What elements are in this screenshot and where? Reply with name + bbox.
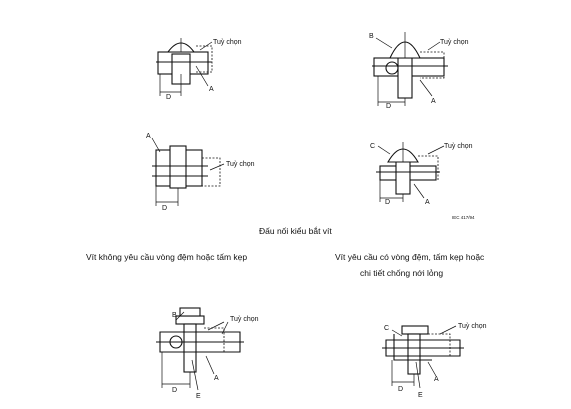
dim-label: D xyxy=(166,94,171,101)
screw-shank xyxy=(397,57,413,99)
part-label-e: E xyxy=(196,393,201,400)
figure-2: B Tuỳ chọn D A xyxy=(369,32,469,110)
screw-shank xyxy=(169,145,187,189)
option-label: Tuỳ chọn xyxy=(458,323,487,330)
dim-label: D xyxy=(385,199,390,206)
figure-4: C Tuỳ chọn D A xyxy=(370,142,473,206)
part-label-a: A xyxy=(214,375,219,382)
option-label: Tuỳ chọn xyxy=(230,316,259,323)
figure-1: Tuỳ chọn D A xyxy=(156,38,242,101)
dim-label: D xyxy=(386,103,391,110)
diagram-title: Đấu nối kiểu bắt vít xyxy=(259,226,332,236)
nut xyxy=(401,325,429,335)
part-label-a: A xyxy=(146,133,151,140)
washer xyxy=(179,307,201,317)
part-label-b: B xyxy=(172,312,177,319)
part-label-c: C xyxy=(384,325,389,332)
dim-label: D xyxy=(398,386,403,393)
caption-right-line-1: Vít yêu cầu có vòng đệm, tấm kẹp hoặc xyxy=(335,252,485,262)
part-label-a: A xyxy=(209,86,214,93)
caption-left: Vít không yêu cầu vòng đệm hoặc tấm kẹp xyxy=(86,252,248,262)
terminal-body xyxy=(159,331,241,353)
part-label-a: A xyxy=(425,199,430,206)
option-label: Tuỳ chọn xyxy=(226,161,255,168)
bolt-shank xyxy=(183,323,197,373)
option-label: Tuỳ chọn xyxy=(213,39,242,46)
figure-3: A Tuỳ chọn D xyxy=(146,133,255,212)
part-label-a: A xyxy=(431,98,436,105)
part-label-c: C xyxy=(370,143,375,150)
part-label-b: B xyxy=(369,33,374,40)
clamp-plate xyxy=(393,334,432,361)
option-label: Tuỳ chọn xyxy=(444,143,473,150)
figure-5: B Tuỳ chọn D A E xyxy=(156,307,259,400)
part-label-a: A xyxy=(434,376,439,383)
screw-shank xyxy=(395,159,411,195)
caption-right-line-2: chi tiết chống nới lỏng xyxy=(360,268,444,278)
conductor xyxy=(385,61,399,75)
dim-label: D xyxy=(172,387,177,394)
option-label: Tuỳ chọn xyxy=(440,39,469,46)
dim-label: D xyxy=(162,205,167,212)
reference-code: IEC 417/94 xyxy=(452,215,475,220)
nut xyxy=(175,315,205,325)
part-label-e: E xyxy=(418,392,423,399)
figure-6: C Tuỳ chọn D A E xyxy=(382,323,487,399)
terminal-body xyxy=(385,339,461,357)
